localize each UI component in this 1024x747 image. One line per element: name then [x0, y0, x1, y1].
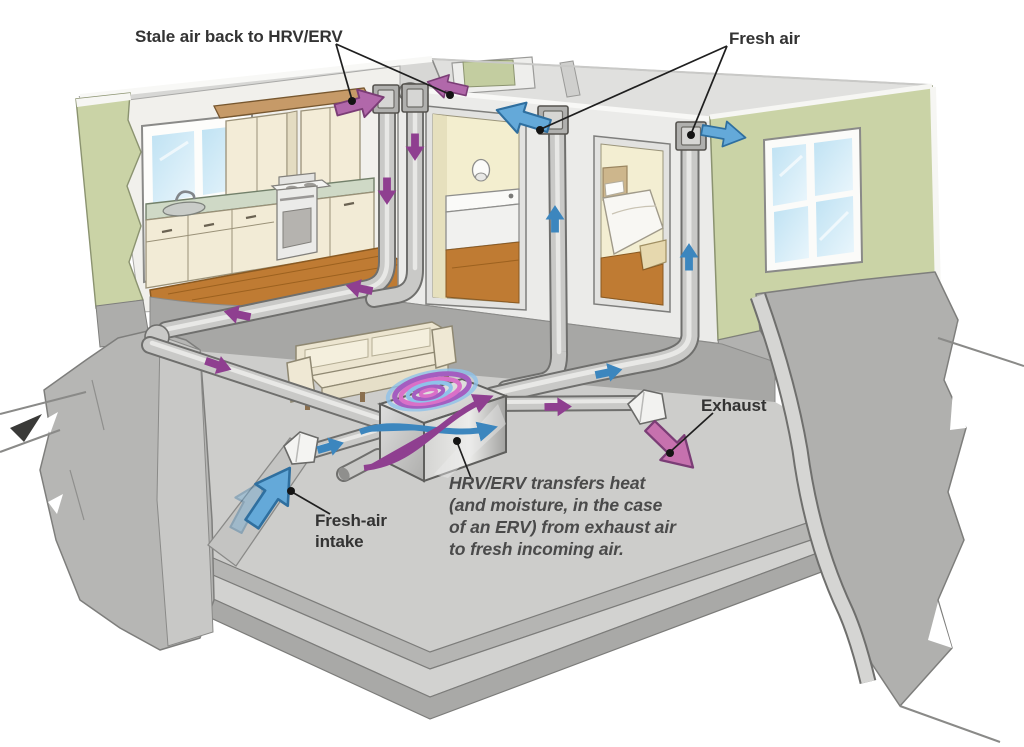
ground-wedge: [10, 414, 42, 442]
bathroom-floor: [445, 241, 520, 304]
stove: [270, 172, 332, 261]
heat-exchange-swirl: [385, 368, 479, 412]
pointer-fresh-to-bedroom-vent: [690, 45, 728, 135]
hrv-lower-port: [336, 448, 386, 482]
gable-window: [762, 126, 864, 274]
pointer-stale-to-kitchen-vent: [335, 43, 353, 101]
kitchen-counter: [145, 172, 375, 289]
bedroom-floor: [600, 251, 664, 306]
pointer-fresh-to-hall-vent: [540, 45, 728, 130]
label-stale-air-return: Stale air back to HRV/ERV: [135, 27, 343, 46]
intake-hood: [283, 431, 319, 465]
stale-airstream-through-core: [363, 394, 494, 471]
left-foundation: [39, 329, 215, 651]
pointer-lines: [287, 43, 728, 515]
basement-slab: [150, 347, 868, 652]
faucet: [174, 190, 196, 202]
bedroom: [593, 135, 671, 313]
label-fresh-air: Fresh air: [729, 29, 800, 48]
pointer-caption-to-hrv: [456, 441, 472, 479]
bathroom-return-grille: [401, 83, 429, 113]
supply-trunk-and-bedroom-riser: [482, 140, 700, 406]
right-foundation: [749, 271, 967, 707]
basement: [0, 271, 1024, 743]
toilet: [471, 158, 491, 182]
ground-lines: [0, 337, 1024, 743]
bathroom-wall-top-view: [462, 59, 516, 88]
return-diagonal-duct: [141, 336, 387, 429]
bathtub: [445, 188, 520, 251]
partition-top: [559, 60, 581, 98]
hrv-erv-unit: [358, 368, 509, 483]
pointer-intake: [291, 491, 331, 515]
left-exterior-wall: [75, 92, 151, 348]
sink: [162, 190, 206, 217]
label-fresh-air-intake: Fresh-air intake: [315, 511, 387, 551]
pointer-stale-to-bathroom-vent: [335, 43, 450, 95]
hrv-caption: HRV/ERV transfers heat (and moisture, in…: [449, 473, 676, 560]
exhaust-hood: [626, 389, 667, 425]
fresh-airstream-through-core: [358, 421, 498, 442]
bathroom: [425, 105, 527, 311]
label-exhaust: Exhaust: [701, 396, 767, 415]
vent-grilles: [372, 83, 707, 151]
bed: [602, 165, 664, 256]
pointer-exhaust: [669, 412, 714, 453]
